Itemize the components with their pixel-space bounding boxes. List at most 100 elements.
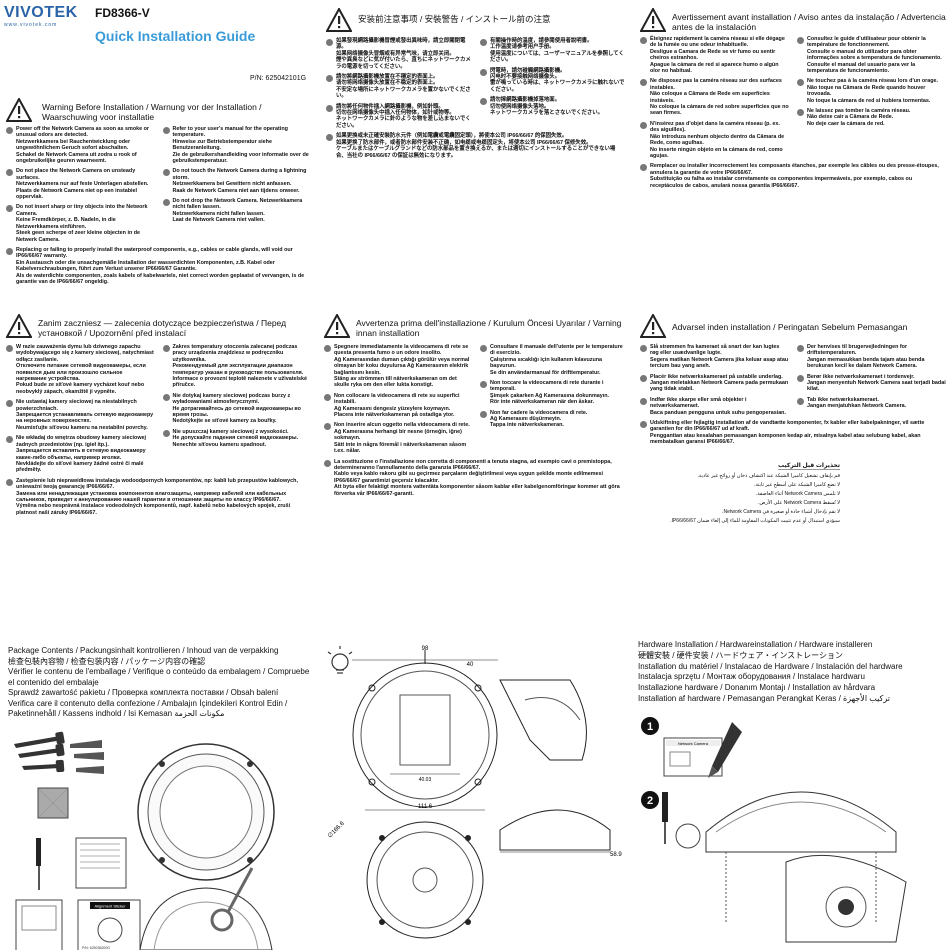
fr-warning-line: Não deixe cair a Câmara de Rede. — [807, 114, 894, 121]
cjk-warning-line: 请勿将网络摄像头放置在不稳定的表面上。 — [336, 80, 439, 87]
fr-warning-line: Apague la cámara de red si aparece humo … — [650, 61, 779, 75]
da-warning-line: Baca panduan pengguna untuk suhu pengope… — [650, 409, 786, 416]
warning-da: Advarsel inden installation / Peringatan… — [640, 314, 946, 527]
en-warranty-note-line: Ein Austausch oder die unsachgemäße Inst… — [16, 259, 275, 273]
it-warning-line: Non toccare la videocamera di rete duran… — [490, 380, 604, 393]
en-warning-line: Netzwerkkamera bei Gewittern nicht anfas… — [172, 181, 292, 188]
pl-warning-line: Запрещается вставлять в сетевую видеокам… — [16, 448, 146, 461]
en-warning-line: Keine Fremdkörper, z. B. Nadeln, in die … — [16, 217, 116, 230]
cjk-warning-item: 閃電時，請勿碰觸網路攝影機。闪电时不要接触网络摄像头。雷が鳴っている時は、ネット… — [480, 68, 626, 94]
da-warning-line: Jangan menyentuh Network Camera saat ter… — [807, 380, 946, 393]
package-title: Vérifier le contenu de l'emballage / Ver… — [8, 667, 310, 687]
cjk-warning-line: 閃電時，請勿碰觸網路攝影機。 — [490, 67, 566, 74]
pl-warning-line: Zakres temperatury otoczenia zalecanej p… — [172, 344, 298, 363]
cjk-warning-line: 請勿將任何物件插入網路攝影機，例如針頭。 — [336, 103, 444, 110]
da-warning-item: Berør ikke netværkskameraet i tordenvejr… — [797, 374, 946, 393]
hardware-title: Installation af hardware / Pemasangan Pe… — [638, 693, 890, 703]
fr-warning-line: Não toque na Câmara de Rede quando houve… — [807, 84, 926, 98]
cjk-warning-line: 煙や異臭などに気が付いたら、直ちにネットワークカメラの電源を切ってください。 — [336, 57, 471, 70]
en-warning-line: Raak de Network Camera niet aan tijdens … — [172, 187, 300, 194]
hardware-title: 硬體安裝 / 硬件安装 / ハードウェア・インストレーション — [638, 650, 844, 660]
logo-text: VIVOTEK — [4, 4, 78, 21]
warning-en-title: Warning Before Installation / Warnung vo… — [42, 102, 262, 122]
it-warning-line: Se din användarmanual för drifttemperatu… — [490, 369, 601, 376]
cjk-warranty-note-line: 如果更换了防水部件，或者防水部件安装不正确，如电缆或电缆固定头，将使本公司 IP… — [336, 139, 592, 146]
bullet-icon — [797, 79, 804, 87]
hardware-panel: Hardware Installation / Hardwareinstalla… — [636, 640, 950, 950]
bullet-icon — [6, 345, 13, 352]
bullet-icon — [797, 374, 804, 382]
cjk-warning-item: 請勿將任何物件插入網路攝影機，例如針頭。切勿在网络摄像头中插入任何物体，如针或物… — [326, 104, 472, 130]
desiccant-icon — [37, 787, 69, 819]
en-warning-item: Power off the Network Camera as soon as … — [6, 126, 155, 164]
cjk-warning-item: 如果發現網路攝影機冒煙或發出異味時，請立即關閉電源。如果网络摄像头冒烟或有异常气… — [326, 38, 472, 70]
arabic-line: قم بإيقاف تشغيل كاميرا الشبكة عند اكتشاف… — [697, 472, 840, 479]
cjk-warning-line: 如果网络摄像头冒烟或有异常气味，请立即关闭。 — [336, 50, 455, 57]
da-warning-line: Jangan meletakkan Network Camera pada pe… — [650, 380, 789, 393]
dome-cover-icon — [139, 887, 273, 950]
en-warning-line: Steek geen scherpe of zeer kleine object… — [16, 230, 141, 243]
cjk-warning-line: 請勿摔網路攝影機掉落地面。 — [490, 97, 561, 104]
it-warning-line: Ağ Kamerasına herhangi bir nesne (örneği… — [334, 428, 462, 442]
it-warning-line: Spegnere immediatamente la videocamera d… — [334, 344, 469, 357]
fr-warning-line: Éteignez rapidement la caméra réseau si … — [650, 36, 785, 49]
bullet-icon — [640, 121, 647, 129]
package-title: 檢查包裝內容物 / 检查包装内容 / パッケージ内容の確認 — [8, 656, 206, 666]
fr-warning-line: Ne touchez pas à la caméra réseau lors d… — [807, 78, 939, 85]
da-warning-item: Indfør ikke skarpe eller små objekter i … — [640, 397, 789, 416]
dimensions-panel: 98 40 40.03 111.6 ∅166.6 58.9 — [320, 640, 632, 950]
fr-warning-line: Consultez le guide d'utilisateur pour ob… — [807, 36, 926, 49]
pen-icon — [708, 722, 742, 778]
fr-warning-item: Ne touchez pas à la caméra réseau lors d… — [797, 78, 946, 104]
pn-small: P/N: 625035200G — [82, 946, 110, 950]
fr-warning-item: N'insérez pas d'objet dans la caméra rés… — [640, 121, 789, 159]
en-warning-line: Do not touch the Network Camera during a… — [172, 168, 307, 181]
pl-warranty-note-line: Výměna nebo nesprávná instalace vodeodol… — [16, 503, 291, 516]
warning-cjk-panel: 安装前注意事项 / 安裝警告 / インストール前の注意 如果發現網路攝影機冒煙或… — [320, 0, 632, 305]
bullet-icon — [162, 199, 170, 207]
en-warning-line: Plaats de Network Camera niet op een ins… — [16, 187, 138, 201]
cjk-warning-line: 闪电时不要接触网络摄像头。 — [490, 74, 561, 81]
en-warning-line: Netzwerkkamera nicht fallen lassen. — [172, 210, 265, 217]
cjk-warning-line: ネットワークカメラを落とさないでください。 — [490, 110, 604, 117]
fr-warning-line: N'insérez pas d'objet dans la caméra rés… — [650, 120, 780, 134]
it-warranty-note-line: Kablo veya kablo rakoru gibi su geçirmez… — [334, 471, 604, 484]
arabic-line: لا تلمس Network Camera أثناء العاصفة. — [755, 490, 840, 497]
hardware-title: Installazione hardware / Donanım Montajı… — [638, 683, 876, 693]
package-illustration: Alignment Sticker P/N: 625035200G — [14, 731, 275, 950]
it-warning-item: Spegnere immediatamente la videocamera d… — [324, 344, 472, 389]
logo-url: www.vivotek.com — [4, 22, 58, 28]
pl-warning-line: Nie upuszczaj kamery sieciowej z wysokoś… — [172, 428, 289, 435]
camera-dome-icon — [137, 743, 275, 881]
cable-tie-icon — [210, 867, 254, 932]
da-warning-line: Berør ikke netværkskameraet i tordenvejr… — [807, 373, 915, 380]
pl-warning-line: W razie zauważenia dymu lub dziwnego zap… — [16, 344, 154, 363]
pl-warning-line: Pokud bude ze síťové kamery vycházet kou… — [16, 382, 145, 395]
en-warning-item: Do not place the Network Camera on unste… — [6, 168, 155, 200]
en-warning-line: Do not insert sharp or tiny objects into… — [16, 204, 148, 217]
fr-warranty-note: Remplacer ou installer incorrectement le… — [640, 163, 946, 189]
arabic-line: لا تُسقط Network Camera على الأرض. — [758, 499, 840, 506]
warning-pl-title: Zanim zaczniesz — zalecenia dotyczące be… — [38, 318, 287, 338]
cjk-warning-line: 有關操作時的溫度，請參閱使用者說明書。 — [490, 38, 593, 44]
bullet-icon — [480, 410, 487, 418]
warning-fr-title: Avertissement avant installation / Aviso… — [672, 12, 946, 32]
bullet-icon — [326, 104, 333, 112]
bullet-icon — [640, 397, 647, 405]
bullet-icon — [480, 98, 487, 106]
screwdriver-icon — [36, 838, 41, 890]
it-warning-line: Non collocare la videocamera di rete su … — [334, 392, 460, 406]
dim-bottom-1: 111.6 — [418, 804, 433, 810]
bullet-icon — [480, 381, 487, 389]
it-warning-line: Ağ Kamerasını dengesiz yüzeylere koymayı… — [334, 405, 451, 412]
da-warranty-note-line: Udskiftning eller fejlagtig installation… — [650, 420, 925, 433]
it-warning-item: Non toccare la videocamera di rete duran… — [480, 380, 628, 406]
cjk-warning-item: 請勿將網路攝影機放置在不穩定的表面上。请勿将网络摄像头放置在不稳定的表面上。不安… — [326, 74, 472, 100]
it-warranty-note-line: Att byta eller felaktigt montera vattent… — [334, 484, 620, 497]
da-warning-item: Slå strømmen fra kameraet så snart der k… — [640, 344, 789, 370]
it-warranty-note-line: La sostituzione o l'installazione non co… — [334, 458, 612, 471]
warning-triangle-icon — [324, 314, 350, 338]
da-warning-item: Tab ikke netværkskameraet.Jangan menjatu… — [797, 397, 946, 410]
en-warning-line: Do not drop the Network Camera. Netzwerk… — [172, 198, 303, 211]
fr-warning-line: Não introduza nenhum objecto dentro da C… — [650, 133, 785, 147]
